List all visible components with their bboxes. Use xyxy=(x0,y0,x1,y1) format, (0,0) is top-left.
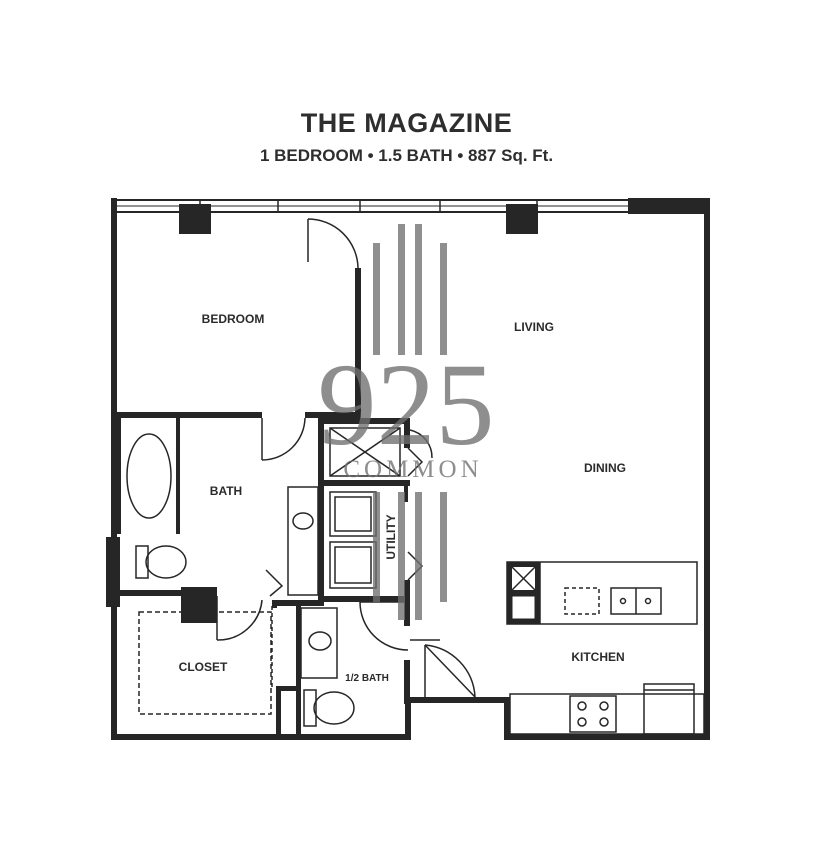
room-label-bath: BATH xyxy=(210,484,242,498)
exterior-wall-top-right xyxy=(628,198,710,214)
room-label-dining: DINING xyxy=(584,461,626,475)
watermark-number: 925 xyxy=(318,339,495,470)
watermark-word: COMMON xyxy=(343,456,482,483)
bathtub xyxy=(126,433,172,519)
doors xyxy=(216,218,476,700)
watermark-logo: 925 COMMON xyxy=(318,224,495,620)
plan-title: THE MAGAZINE xyxy=(300,108,513,138)
structural-column xyxy=(179,204,211,234)
stove xyxy=(569,695,617,733)
toilet-bowl xyxy=(145,545,187,579)
toilet-tank xyxy=(303,689,317,727)
refrigerator xyxy=(643,683,695,735)
room-label-utility: UTILITY xyxy=(384,514,398,559)
vanity-sink xyxy=(292,512,314,530)
toilet-tank xyxy=(135,545,149,579)
half-bath-sink xyxy=(308,631,332,651)
interior-walls xyxy=(117,268,410,740)
room-label-half-bath: 1/2 BATH xyxy=(345,673,389,684)
toilet-bowl xyxy=(313,691,355,725)
room-label-kitchen: KITCHEN xyxy=(571,650,624,664)
structural-column xyxy=(506,204,538,234)
plan-subtitle: 1 BEDROOM • 1.5 BATH • 887 Sq. Ft. xyxy=(259,146,554,165)
dryer xyxy=(329,541,377,589)
kitchen-counter xyxy=(509,693,705,735)
room-label-living: LIVING xyxy=(514,320,554,334)
washer xyxy=(329,491,377,537)
fixtures xyxy=(126,427,705,735)
room-label-bedroom: BEDROOM xyxy=(202,312,265,326)
shower xyxy=(329,427,401,477)
exterior-walls xyxy=(106,198,710,740)
closet-shelving xyxy=(138,611,272,715)
room-label-closet: CLOSET xyxy=(179,660,228,674)
